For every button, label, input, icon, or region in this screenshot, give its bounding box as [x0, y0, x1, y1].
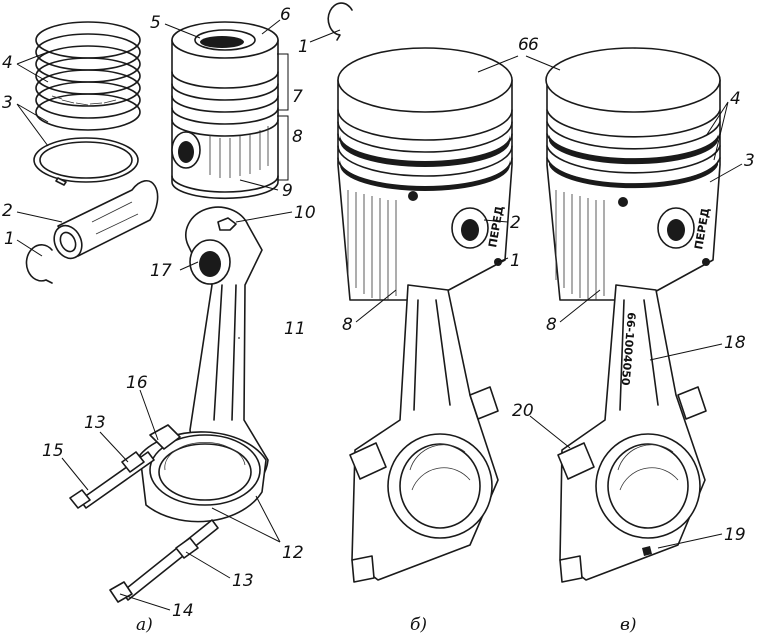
label-10: 10 — [294, 203, 316, 223]
label-6c: 6 — [528, 35, 539, 55]
label-1b: 1 — [298, 37, 309, 57]
label-4b: 4 — [730, 89, 741, 109]
label-11: 11 — [284, 319, 306, 339]
label-17: 17 — [150, 261, 172, 281]
label-9: 9 — [282, 181, 293, 201]
label-20: 20 — [512, 401, 534, 421]
piston-exploded — [171, 21, 279, 200]
label-7: 7 — [292, 87, 303, 107]
label-3b: 3 — [744, 151, 755, 171]
label-15: 15 — [42, 441, 64, 461]
label-3a: 3 — [2, 93, 13, 113]
panel-v: ПЕРЕД 66-1004050 — [545, 47, 721, 583]
compression-ring — [33, 137, 139, 186]
label-6a: 6 — [280, 5, 291, 25]
caption-b: б) — [410, 615, 427, 634]
label-13b: 13 — [232, 571, 254, 591]
label-5: 5 — [150, 13, 161, 33]
label-4a: 4 — [2, 53, 13, 73]
bolts-and-nuts — [69, 451, 219, 603]
label-12: 12 — [282, 543, 304, 563]
label-8c: 8 — [546, 315, 557, 335]
leader-lines — [16, 19, 743, 611]
caption-a: а) — [136, 615, 153, 634]
label-1c: 1 — [510, 251, 521, 271]
caption-v: в) — [620, 615, 637, 634]
label-18: 18 — [724, 333, 746, 353]
label-16: 16 — [126, 373, 148, 393]
label-8b: 8 — [342, 315, 353, 335]
panel-a — [25, 2, 353, 603]
part-labels: 4 3 2 1 5 6 1 7 8 9 10 17 11 16 13 15 12… — [2, 5, 755, 621]
label-8a: 8 — [292, 127, 303, 147]
snap-ring-top — [327, 2, 353, 41]
snap-ring-bottom — [25, 244, 53, 284]
panel-captions: а) б) в) — [136, 615, 637, 634]
label-1a: 1 — [4, 229, 15, 249]
piston-pin — [53, 180, 159, 260]
connecting-rod-exploded — [139, 206, 269, 523]
panel-b: ПЕРЕД — [337, 47, 513, 583]
label-6b: 6 — [518, 35, 529, 55]
label-14: 14 — [172, 601, 194, 621]
label-19: 19 — [724, 525, 746, 545]
label-2a: 2 — [2, 201, 13, 221]
label-13a: 13 — [84, 413, 106, 433]
piston-rings-stack — [35, 21, 141, 131]
label-2b: 2 — [510, 213, 521, 233]
stamp-rod-number: 66-1004050 — [619, 312, 638, 387]
